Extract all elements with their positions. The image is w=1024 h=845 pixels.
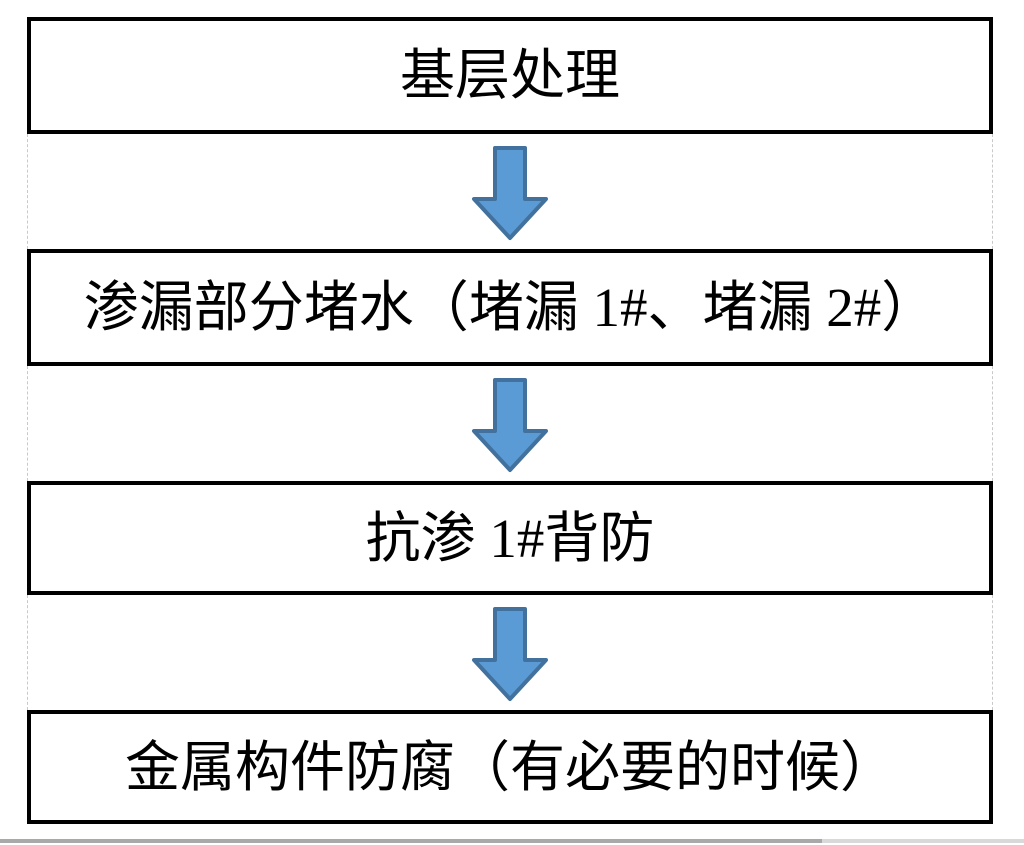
flow-step-4: 金属构件防腐（有必要的时候） — [27, 710, 993, 824]
horizontal-scrollbar[interactable] — [0, 839, 1024, 843]
connector-row-1 — [27, 134, 993, 249]
flow-step-1-label: 基层处理 — [399, 45, 620, 106]
down-arrow-icon — [472, 607, 548, 701]
down-arrow-icon — [472, 378, 548, 472]
connector-row-3 — [27, 595, 993, 710]
flow-step-3: 抗渗 1#背防 — [27, 481, 993, 595]
down-arrow-icon — [472, 146, 548, 240]
flow-step-3-label: 抗渗 1#背防 — [365, 507, 655, 569]
connector-row-2 — [27, 366, 993, 481]
flow-step-2-label: 渗漏部分堵水（堵漏 1#、堵漏 2#） — [83, 277, 937, 338]
flowchart: 基层处理 渗漏部分堵水（堵漏 1#、堵漏 2#） 抗渗 1#背防 金属构件防腐（… — [27, 17, 993, 824]
scrollbar-thumb[interactable] — [0, 839, 822, 843]
flow-step-1: 基层处理 — [27, 17, 993, 134]
flow-step-2: 渗漏部分堵水（堵漏 1#、堵漏 2#） — [27, 249, 993, 366]
flow-step-4-label: 金属构件防腐（有必要的时候） — [124, 736, 895, 798]
